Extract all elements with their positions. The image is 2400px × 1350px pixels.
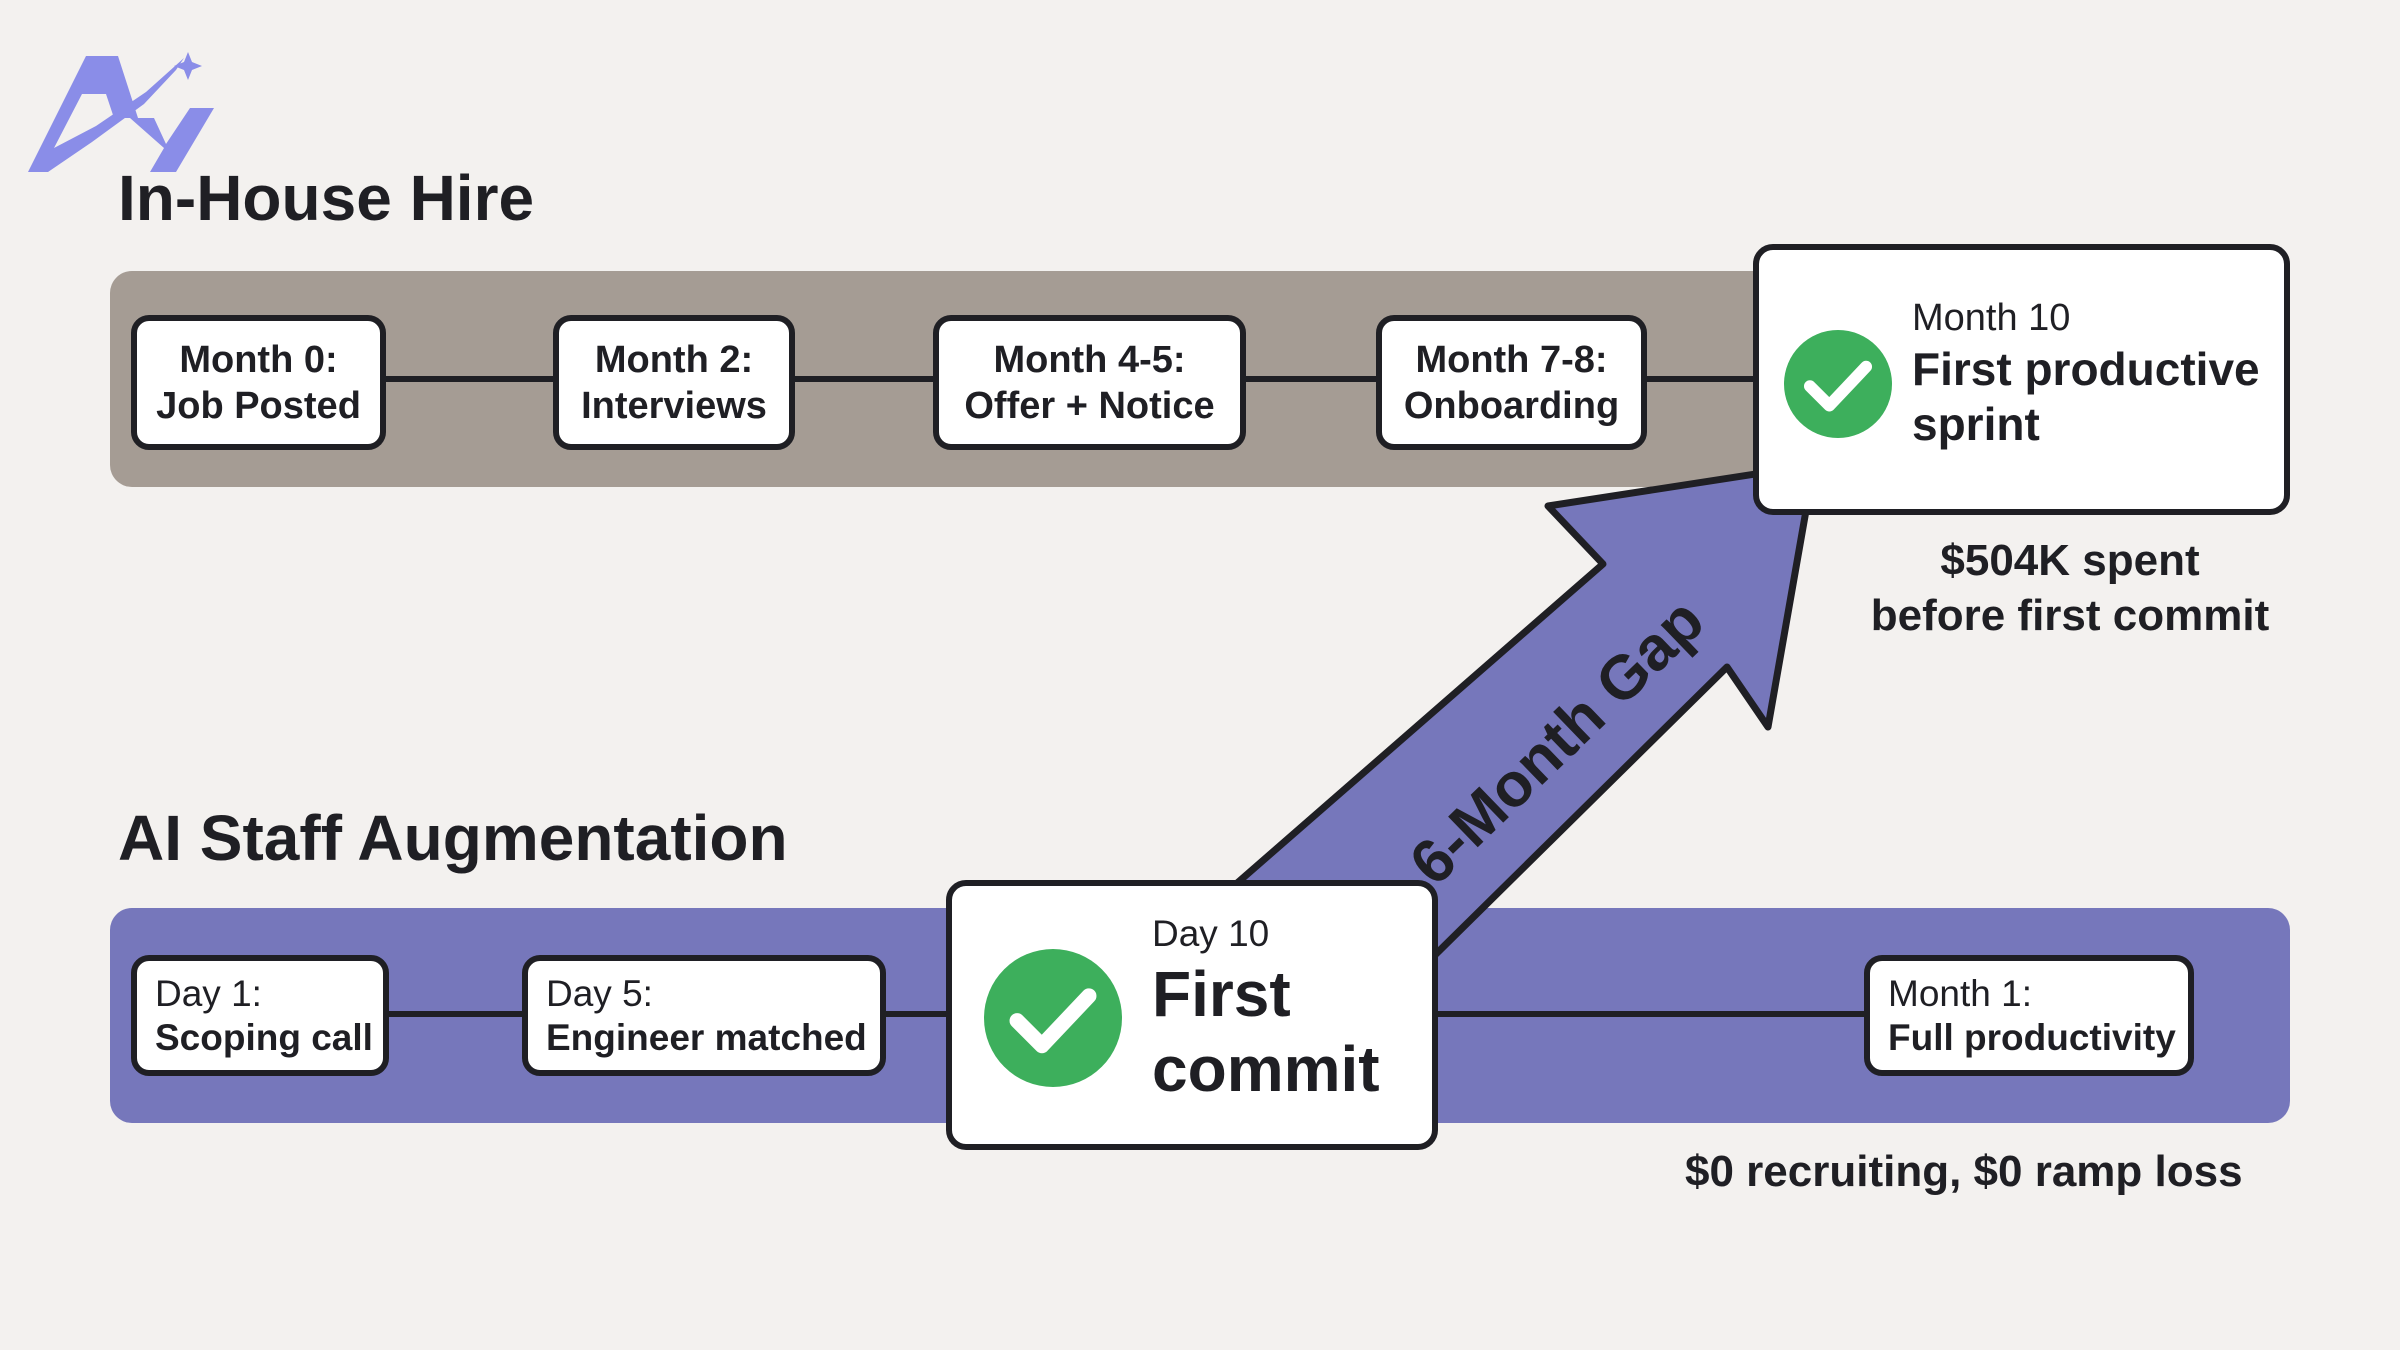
card-headline-line-1: First productive <box>1912 343 2260 395</box>
gap-arrow-shape <box>1224 461 1818 959</box>
milestone-day-5: Day 5: Engineer matched <box>522 955 886 1076</box>
card-headline-line-2: sprint <box>1912 398 2040 450</box>
milestone-text: Full productivity <box>1888 1016 2176 1058</box>
milestone-month-7-8: Month 7-8: Onboarding <box>1376 315 1647 450</box>
card-time-label: Day 10 <box>1152 913 1270 954</box>
cost-note-line-1: $504K spent <box>1940 536 2200 585</box>
card-headline-line-1: First <box>1152 958 1291 1030</box>
in-house-hire-title: In-House Hire <box>118 162 535 234</box>
milestone-text: Interviews <box>581 384 767 427</box>
milestone-text: Scoping call <box>155 1016 373 1058</box>
milestone-text: Job Posted <box>156 384 361 427</box>
ai-staff-augmentation-title: AI Staff Augmentation <box>118 802 788 874</box>
ai-cost-note: $0 recruiting, $0 ramp loss <box>1685 1147 2243 1196</box>
card-time-label: Month 10 <box>1912 297 2071 339</box>
milestone-month-0: Month 0: Job Posted <box>131 315 386 450</box>
milestone-text: Offer + Notice <box>964 384 1215 427</box>
ay-logo-icon <box>28 52 214 172</box>
cost-note-line-2: before first commit <box>1870 591 2270 640</box>
milestone-month-1: Month 1: Full productivity <box>1864 955 2194 1076</box>
card-headline: First commit <box>1152 957 1380 1107</box>
milestone-day-1: Day 1: Scoping call <box>131 955 389 1076</box>
milestone-label: Month 2: <box>594 338 754 381</box>
in-house-first-sprint-card: Month 10 First productive sprint <box>1753 244 2290 515</box>
card-headline: First productive sprint <box>1912 342 2260 452</box>
milestone-label: Month 1: <box>1888 972 2032 1014</box>
milestone-label: Day 5: <box>546 972 653 1014</box>
card-headline-line-2: commit <box>1152 1033 1380 1105</box>
checkmark-icon <box>1784 330 1892 438</box>
ai-first-commit-card: Day 10 First commit <box>946 880 1438 1150</box>
milestone-label: Day 1: <box>155 972 262 1014</box>
in-house-cost-note: $504K spent before first commit <box>1860 533 2280 643</box>
checkmark-icon <box>984 949 1122 1087</box>
milestone-month-4-5: Month 4-5: Offer + Notice <box>933 315 1246 450</box>
milestone-label: Month 7-8: <box>1415 338 1608 381</box>
milestone-label: Month 0: <box>179 338 338 381</box>
milestone-text: Engineer matched <box>546 1016 867 1058</box>
milestone-label: Month 4-5: <box>993 338 1186 381</box>
milestone-text: Onboarding <box>1403 384 1620 427</box>
milestone-month-2: Month 2: Interviews <box>553 315 795 450</box>
